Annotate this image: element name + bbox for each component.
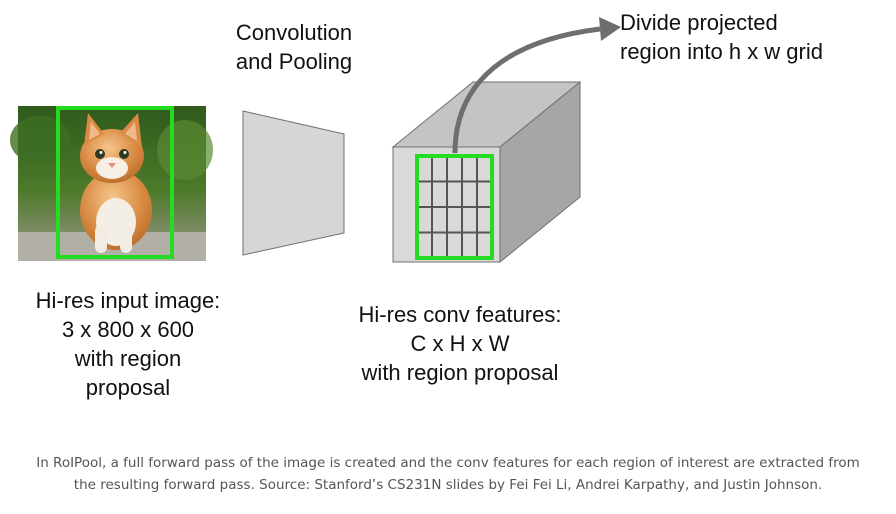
conv-pooling-label-line: and Pooling (235, 49, 353, 74)
caption-line: In RoIPool, a full forward pass of the i… (36, 455, 860, 471)
conv-features-label-line: Hi-res conv features: (358, 302, 562, 327)
figure-caption: In RoIPool, a full forward pass of the i… (0, 452, 896, 496)
conv-features-label-line: with region proposal (361, 360, 559, 385)
conv-features-label: Hi-res conv features: C x H x W with reg… (330, 300, 590, 387)
conv-pooling-label: Convolution and Pooling (200, 18, 388, 76)
kitten (80, 113, 152, 253)
input-image (10, 106, 213, 261)
projected-region-grid (415, 154, 494, 260)
divide-grid-label: Divide projected region into h x w grid (620, 8, 880, 66)
conv-pooling-label-line: Convolution (235, 20, 353, 45)
caption-line: the resulting forward pass. Source: Stan… (73, 477, 823, 493)
curved-arrow (452, 26, 601, 154)
input-image-label-line: Hi-res input image: (35, 288, 221, 313)
input-image-label-line: with region (74, 346, 182, 371)
input-image-label-line: proposal (85, 375, 171, 400)
projected-region-box (415, 154, 494, 260)
divide-grid-label-line: region into h x w grid (620, 39, 823, 64)
roipool-diagram (10, 17, 621, 264)
input-image-label-line: 3 x 800 x 600 (61, 317, 195, 342)
region-proposal-box (56, 106, 174, 259)
input-image-label: Hi-res input image: 3 x 800 x 600 with r… (8, 286, 248, 402)
conv-features-label-line: C x H x W (410, 331, 510, 356)
divide-grid-label-line: Divide projected (620, 10, 778, 35)
conv-feature-cube (391, 80, 582, 264)
conv-pooling-block (242, 110, 345, 256)
arrow-head-icon (599, 17, 621, 41)
